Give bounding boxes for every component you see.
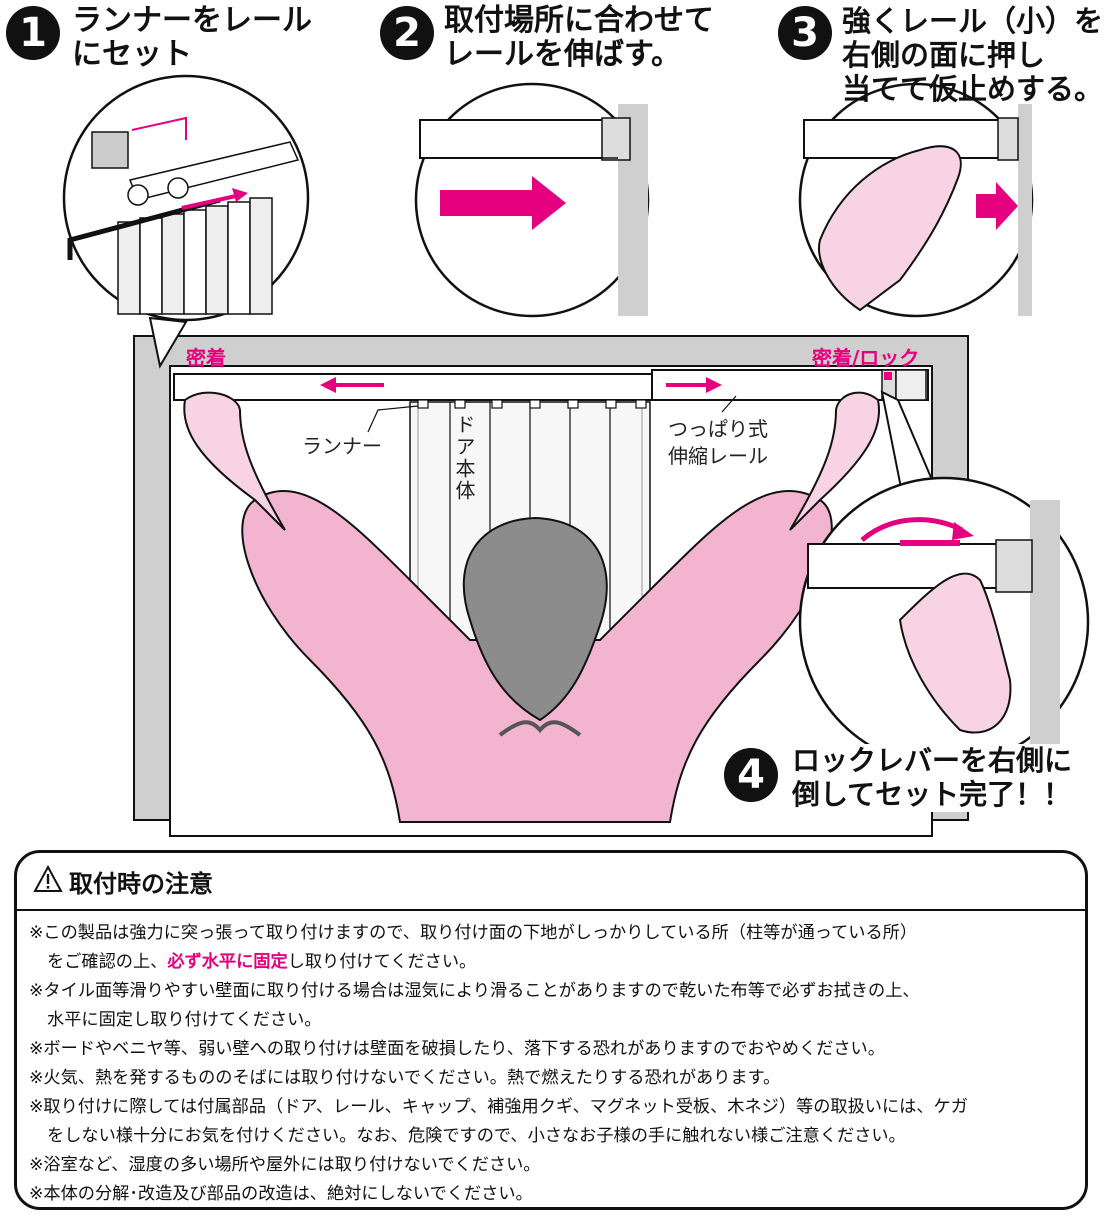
notice-item-1-line-2: をご確認の上、必ず水平に固定し取り付けてください。 xyxy=(29,948,1077,977)
notice-highlight-level-fix: 必ず水平に固定 xyxy=(167,952,288,972)
right-contact-lock-label: 密着/ロック xyxy=(812,346,920,370)
notice-item-5-line-2: をしない様十分にお気を付けください。なお、危険ですので、小さなお子様の手に触れな… xyxy=(47,1126,906,1146)
step-2-text: 取付場所に合わせて レールを伸ばす。 xyxy=(444,4,714,72)
person-figure xyxy=(183,391,880,823)
left-contact-label: 密着 xyxy=(186,346,226,370)
rail-label: つっぱり式 伸縮レール xyxy=(668,416,768,470)
notice-item-6: ※浴室など、湿度の多い場所や屋外には取り付けないでください。 xyxy=(29,1155,541,1175)
step-1-text: ランナーをレール にセット xyxy=(72,4,312,72)
notice-item-1-text-post: し取り付けてください。 xyxy=(287,952,477,972)
step-3-line-3: 当てて仮止めする。 xyxy=(842,72,1104,106)
step-3-line-1: 強くレール（小）を xyxy=(842,4,1104,38)
step-2-number-badge: 2 xyxy=(380,6,434,60)
step-4-text: ロックレバーを右側に 倒してセット完了！！ xyxy=(792,744,1073,812)
step-2-line-1: 取付場所に合わせて xyxy=(444,3,714,38)
notice-header: 取付時の注意 xyxy=(17,853,1085,911)
step-1-line-1: ランナーをレール xyxy=(72,3,312,38)
notice-list: ※この製品は強力に突っ張って取り付けますので、取り付け面の下地がしっかりしている… xyxy=(29,919,1077,1209)
notice-item-1-text-pre: をご確認の上、 xyxy=(47,952,168,972)
notice-item-2-line-2: 水平に固定し取り付けてください。 xyxy=(47,1010,322,1030)
step-1-line-2: にセット xyxy=(72,37,192,72)
installation-illustration xyxy=(62,74,1090,837)
step1-detail-circle xyxy=(62,74,310,369)
step-4-line-1: ロックレバーを右側に xyxy=(792,744,1073,777)
step-3-text: 強くレール（小）を 右側の面に押し 当てて仮止めする。 xyxy=(842,4,1103,106)
step-4-number-badge: 4 xyxy=(724,748,778,802)
notice-item-7: ※本体の分解･改造及び部品の改造は、絶対にしないでください。 xyxy=(29,1184,533,1204)
rail-label-line-1: つっぱり式 xyxy=(668,417,768,441)
notice-item-4: ※火気、熱を発するもののそばには取り付けないでください。熱で燃えたりする恐れがあ… xyxy=(29,1068,781,1088)
notice-item-2-line-1: ※タイル面等滑りやすい壁面に取り付ける場合は湿気により滑ることがありますので乾い… xyxy=(29,981,920,1001)
notice-item-3: ※ボードやベニヤ等、弱い壁への取り付けは壁面を破損したり、落下する恐れがあります… xyxy=(29,1039,885,1059)
warning-icon xyxy=(33,865,63,892)
step-4-line-2: 倒してセット完了！！ xyxy=(792,778,1072,811)
rail-label-line-2: 伸縮レール xyxy=(668,444,768,468)
leader-lines xyxy=(367,395,737,433)
notice-title: 取付時の注意 xyxy=(69,870,213,898)
step2-detail-circle xyxy=(414,82,650,318)
runner-label: ランナー xyxy=(302,434,382,458)
notice-item-1-line-1: ※この製品は強力に突っ張って取り付けますので、取り付け面の下地がしっかりしている… xyxy=(29,923,918,943)
extend-arrows xyxy=(320,377,722,393)
step-3-number-badge: 3 xyxy=(778,6,832,60)
installation-notice-box: 取付時の注意 ※この製品は強力に突っ張って取り付けますので、取り付け面の下地がし… xyxy=(14,850,1088,1210)
step-3-line-2: 右側の面に押し xyxy=(842,38,1046,72)
step-2-line-2: レールを伸ばす。 xyxy=(444,37,681,72)
step4-detail-circle xyxy=(798,390,1090,768)
notice-item-5-line-1: ※取り付けに際しては付属部品（ドア、レール、キャップ、補強用クギ、マグネット受板… xyxy=(29,1097,968,1117)
door-body-label: ドア本体 xyxy=(452,414,476,502)
step3-detail-circle xyxy=(798,82,1034,318)
step-1-number-badge: 1 xyxy=(6,6,60,60)
